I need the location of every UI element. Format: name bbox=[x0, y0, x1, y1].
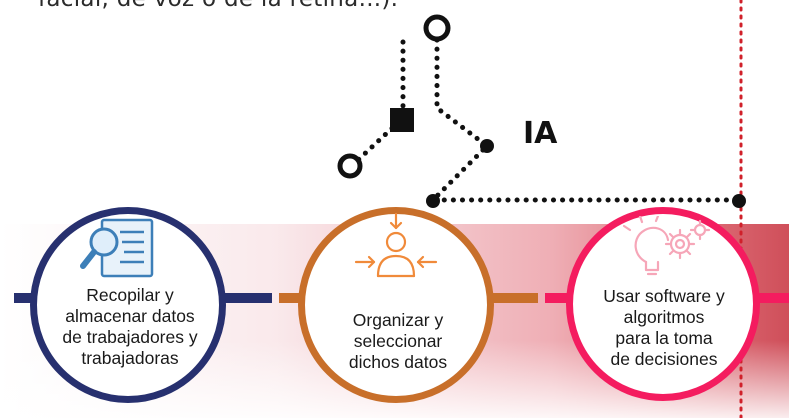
step-label-collect: Recopilar y almacenar datos de trabajado… bbox=[62, 285, 198, 368]
step-circle-organize bbox=[298, 207, 494, 403]
circuit-line-b bbox=[426, 37, 743, 203]
step-label-software: Usar software y algoritmos para la toma … bbox=[603, 286, 725, 369]
connector-bar-left bbox=[14, 293, 34, 303]
person-arrows-icon bbox=[354, 212, 438, 278]
lightbulb-gears-icon bbox=[622, 216, 711, 276]
node-dot-junction bbox=[426, 194, 440, 208]
step-circle-software bbox=[566, 207, 760, 401]
connector-bar-1-2b bbox=[279, 293, 301, 303]
node-dot-ia bbox=[480, 139, 494, 153]
document-search-icon bbox=[80, 218, 154, 278]
node-ring-top bbox=[423, 14, 451, 42]
node-square bbox=[390, 108, 414, 132]
step-label-organize: Organizar y seleccionar dichos datos bbox=[348, 310, 448, 372]
connector-bar-1-2a bbox=[224, 293, 272, 303]
circuit-line-a bbox=[355, 39, 406, 163]
top-text-fragment: facial, de voz o de la retina...). bbox=[38, 0, 398, 12]
connector-bar-2-3b bbox=[545, 293, 569, 303]
node-ring-left bbox=[337, 153, 363, 179]
connector-bar-right bbox=[758, 293, 789, 303]
connector-bar-2-3a bbox=[492, 293, 538, 303]
node-dot-right bbox=[732, 194, 746, 208]
ia-label: IA bbox=[523, 116, 558, 151]
